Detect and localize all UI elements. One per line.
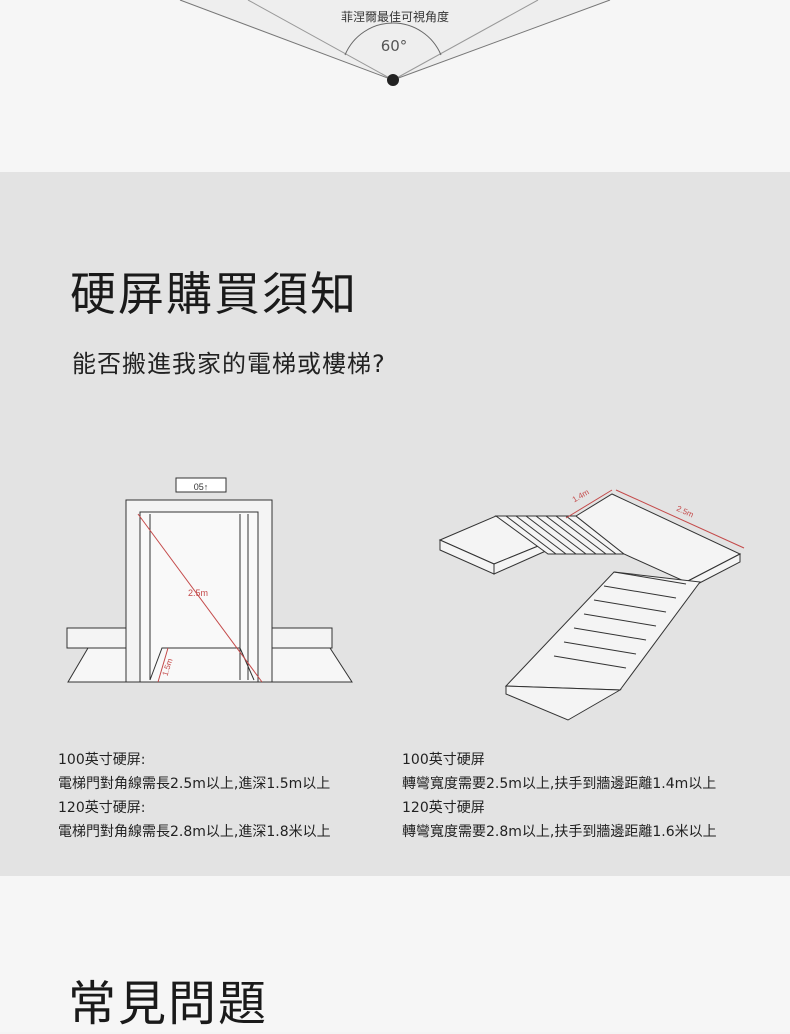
viewing-angle-value: 60°	[380, 37, 408, 55]
stair-line-5	[545, 515, 597, 555]
viewing-angle-diagram	[179, 0, 611, 86]
stair-line-3	[525, 515, 577, 555]
stairs-illustration	[438, 493, 742, 721]
elevator-illustration	[66, 477, 353, 683]
step-7	[553, 655, 627, 669]
viewing-angle-section: 菲涅爾最佳可視角度 60°	[0, 0, 790, 172]
faq-title: 常見問題	[68, 976, 269, 1032]
step-6	[563, 641, 637, 655]
cone-edge-right	[392, 0, 611, 81]
elevator-wall-left	[66, 627, 130, 649]
requirement-line: 100英寸硬屏:	[58, 752, 146, 768]
stair-line-1	[505, 515, 557, 555]
viewer-point	[387, 74, 399, 86]
delivery-diagrams: 05↑ 2.5m 1.5m	[66, 477, 745, 721]
section-title: 硬屏購買須知	[70, 267, 358, 321]
viewing-angle-caption: 菲涅爾最佳可視角度	[340, 10, 449, 24]
elevator-depth-dimension	[157, 647, 169, 683]
elevator-wall-right	[271, 627, 333, 649]
step-3	[593, 599, 667, 613]
stair-line-2	[515, 515, 567, 555]
step-2	[603, 585, 677, 599]
stair-line-4	[535, 515, 587, 555]
angle-arc	[344, 22, 442, 56]
purchase-notes-section: 硬屏購買須知 能否搬進我家的電梯或樓梯? 05↑ 2.5m 1.5m	[0, 172, 790, 876]
cone-edge-left	[179, 0, 394, 81]
section-subtitle: 能否搬進我家的電梯或樓梯?	[72, 350, 386, 378]
elevator-diagonal-label: 2.5m	[188, 588, 208, 598]
elevator-diagonal-dimension	[137, 513, 263, 683]
requirement-line: 120英寸硬屏:	[58, 800, 146, 816]
stair-line-7	[565, 515, 617, 555]
elevator-requirements: 100英寸硬屏: 電梯門對角線需長2.5m以上,進深1.5m以上 120英寸硬屏…	[58, 748, 331, 844]
requirement-line: 120英寸硬屏	[402, 800, 485, 816]
cone-inner-right	[392, 0, 539, 81]
upper-landing-left-side	[439, 539, 495, 575]
requirement-line: 轉彎寬度需要2.5m以上,扶手到牆邊距離1.4m以上	[402, 776, 717, 792]
step-4	[583, 613, 657, 627]
requirement-line: 轉彎寬度需要2.8m以上,扶手到牆邊距離1.6米以上	[402, 824, 717, 840]
elevator-car-floor	[149, 647, 255, 681]
stairs-width-dimension	[615, 489, 745, 549]
lower-landing	[505, 685, 622, 721]
faq-section: 常見問題	[0, 876, 790, 1032]
lower-stair-flight	[504, 571, 701, 691]
step-5	[573, 627, 647, 641]
stairs-requirements: 100英寸硬屏 轉彎寬度需要2.5m以上,扶手到牆邊距離1.4m以上 120英寸…	[402, 748, 717, 844]
cone-inner-left	[247, 0, 394, 81]
elevator-sign	[175, 477, 227, 493]
stairs-width-label: 2.5m	[675, 504, 695, 520]
requirement-line: 電梯門對角線需長2.8m以上,進深1.8米以上	[58, 824, 331, 840]
stairs-rail-label: 1.4m	[571, 487, 591, 504]
stair-line-6	[555, 515, 607, 555]
requirement-line: 100英寸硬屏	[402, 752, 485, 768]
step-1	[613, 571, 687, 585]
stairs-rail-dimension	[565, 489, 613, 519]
elevator-sign-text: 05↑	[194, 482, 209, 492]
requirement-line: 電梯門對角線需長2.5m以上,進深1.5m以上	[58, 776, 331, 792]
